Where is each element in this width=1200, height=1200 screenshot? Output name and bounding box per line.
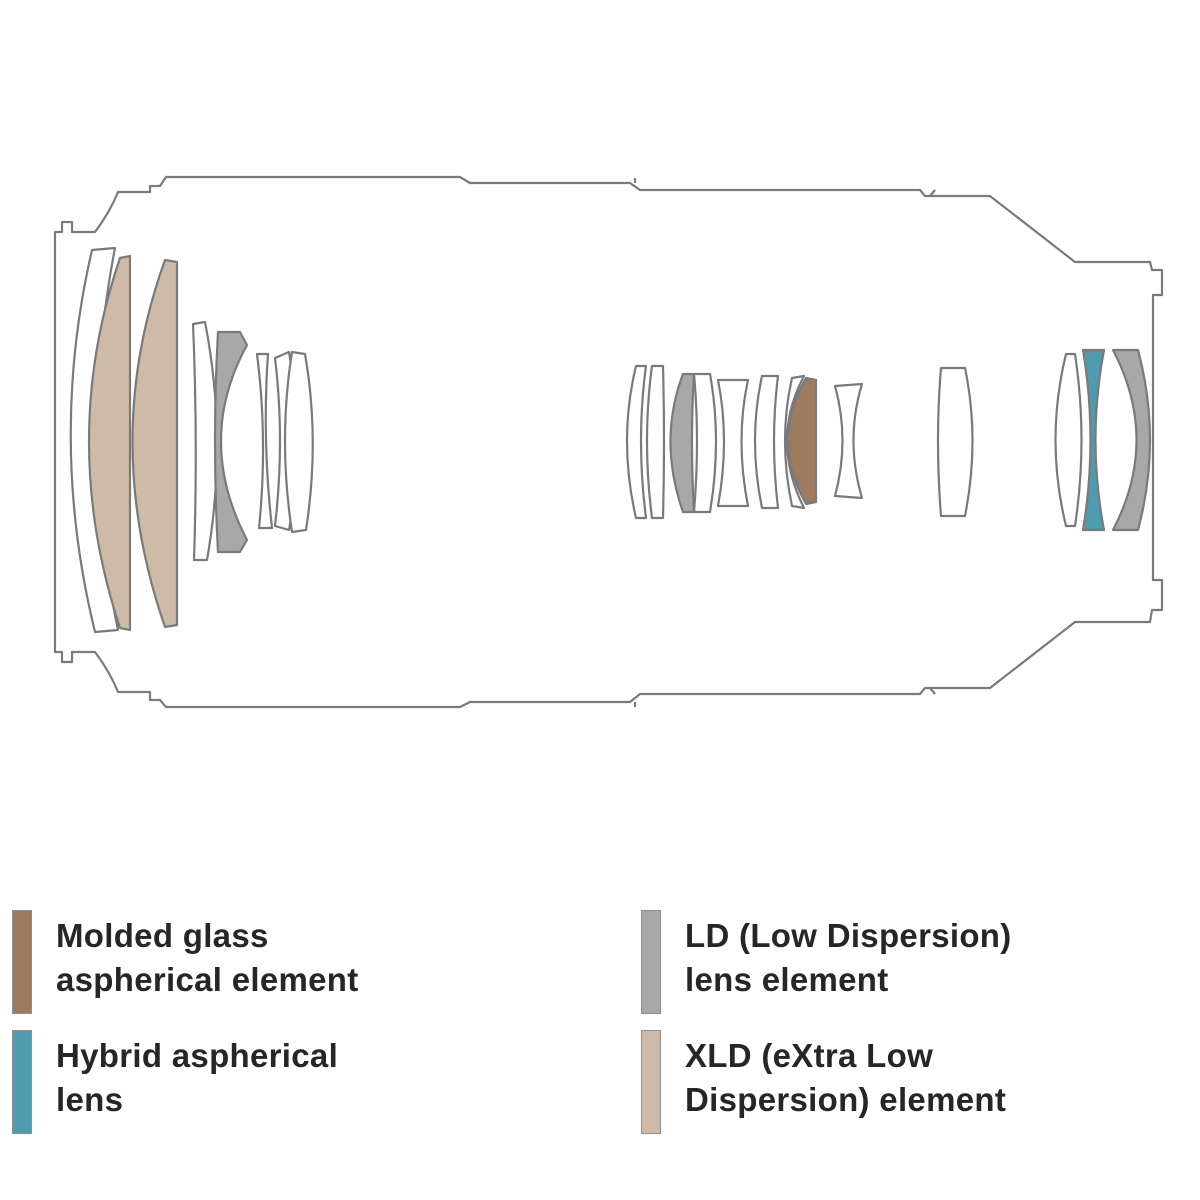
rear-element-2 xyxy=(1081,348,1106,532)
barrel-tick-4 xyxy=(929,687,936,695)
molded-swatch xyxy=(12,910,32,1014)
group3-element-3 xyxy=(669,372,696,514)
ld-label: LD (Low Dispersion) lens element xyxy=(685,917,1012,998)
legend-item-hybrid: Hybrid aspherical lens xyxy=(12,1030,338,1134)
rear-element-1 xyxy=(1054,352,1083,528)
rear-element-3 xyxy=(1111,348,1152,532)
group3-element-6 xyxy=(753,374,780,510)
group3-element-1 xyxy=(625,364,648,520)
group3-element-6b xyxy=(783,374,806,510)
group2-element-4b xyxy=(283,350,314,534)
group3-element-5 xyxy=(716,378,750,508)
group3-element-8 xyxy=(833,382,864,500)
barrel-tick-3 xyxy=(929,189,936,197)
front-element-3 xyxy=(131,258,179,629)
group2-element-2 xyxy=(213,330,249,554)
group3-element-2 xyxy=(645,364,666,520)
hybrid-label: Hybrid aspherical lens xyxy=(56,1037,339,1118)
legend-item-ld: LD (Low Dispersion) lens element xyxy=(641,910,1012,1014)
xld-swatch xyxy=(641,1030,661,1134)
hybrid-swatch xyxy=(12,1030,32,1134)
lens-construction-diagram xyxy=(53,175,1164,709)
group2-element-1 xyxy=(191,320,219,562)
group2-element-3 xyxy=(255,352,274,530)
group3-element-7 xyxy=(786,376,818,506)
ld-swatch xyxy=(641,910,661,1014)
molded-label: Molded glass aspherical element xyxy=(56,917,359,998)
legend-item-molded: Molded glass aspherical element xyxy=(12,910,359,1014)
front-element-2 xyxy=(87,254,132,632)
lens-barrel-outline xyxy=(53,175,1164,709)
group3-element-4 xyxy=(692,372,718,514)
xld-label: XLD (eXtra Low Dispersion) element xyxy=(685,1037,1007,1118)
group4-element-1 xyxy=(936,366,974,518)
legend-item-xld: XLD (eXtra Low Dispersion) element xyxy=(641,1030,1006,1134)
